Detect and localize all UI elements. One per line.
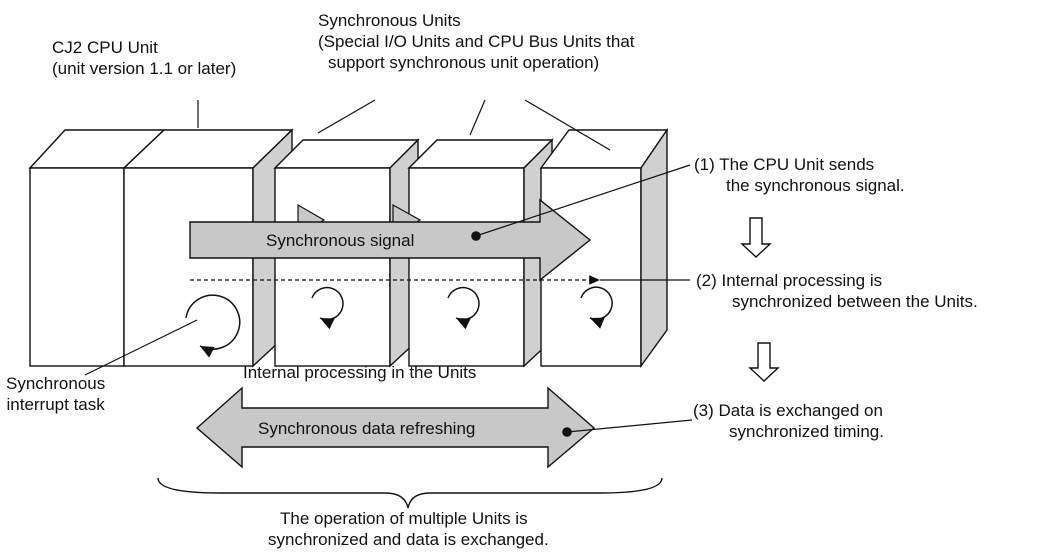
sync-interrupt-label: Synchronous interrupt task — [6, 373, 105, 415]
bottom-caption-line-2: synchronized and data is exchanged. — [268, 530, 549, 549]
sync-data-label: Synchronous data refreshing — [258, 419, 476, 438]
step-2-label-line-1: (2) Internal processing is — [696, 271, 883, 290]
step-1-label: (1) The CPU Unit sends the synchronous s… — [694, 154, 905, 196]
power-supply-block — [28, 129, 166, 367]
step-2-label: (2) Internal processing is synchronized … — [696, 270, 978, 312]
step-3-label-line-1: (3) Data is exchanged on — [693, 401, 883, 420]
step-2-label-line-2: synchronized between the Units. — [732, 292, 978, 311]
sync-unit-3-block — [539, 127, 669, 369]
cpu-unit-label-line-2: (unit version 1.1 or later) — [52, 59, 237, 78]
step-arrows — [740, 217, 780, 382]
leader-lines — [84, 99, 693, 437]
sync-units-label-line-1: Synchronous Units — [318, 11, 461, 30]
bottom-brace — [157, 477, 663, 509]
cpu-unit-label: CJ2 CPU Unit (unit version 1.1 or later) — [52, 37, 236, 79]
sync-signal-label: Synchronous signal — [266, 231, 415, 250]
sync-interrupt-label-line-2: interrupt task — [6, 395, 105, 414]
step-1-label-line-2: the synchronous signal. — [726, 176, 905, 195]
sync-signal-arrow — [189, 198, 592, 282]
sync-units-label-line-2: (Special I/O Units and CPU Bus Units tha… — [318, 32, 635, 51]
sync-interrupt-label-line-1: Synchronous — [6, 374, 106, 393]
bottom-caption-line-1: The operation of multiple Units is — [280, 509, 528, 528]
step-1-label-line-1: (1) The CPU Unit sends — [694, 155, 875, 174]
step-3-label-line-2: synchronized timing. — [729, 422, 884, 441]
cpu-unit-label-line-1: CJ2 CPU Unit — [52, 38, 158, 57]
sync-units-label: Synchronous Units (Special I/O Units and… — [318, 10, 635, 73]
internal-processing-label: Internal processing in the Units — [243, 363, 477, 382]
step-3-label: (3) Data is exchanged on synchronized ti… — [693, 400, 884, 442]
sync-units-label-line-3: support synchronous unit operation) — [328, 53, 600, 72]
rotation-icons — [185, 286, 613, 358]
bottom-caption: The operation of multiple Units is synch… — [268, 508, 549, 550]
sync-data-arrow — [195, 386, 596, 469]
